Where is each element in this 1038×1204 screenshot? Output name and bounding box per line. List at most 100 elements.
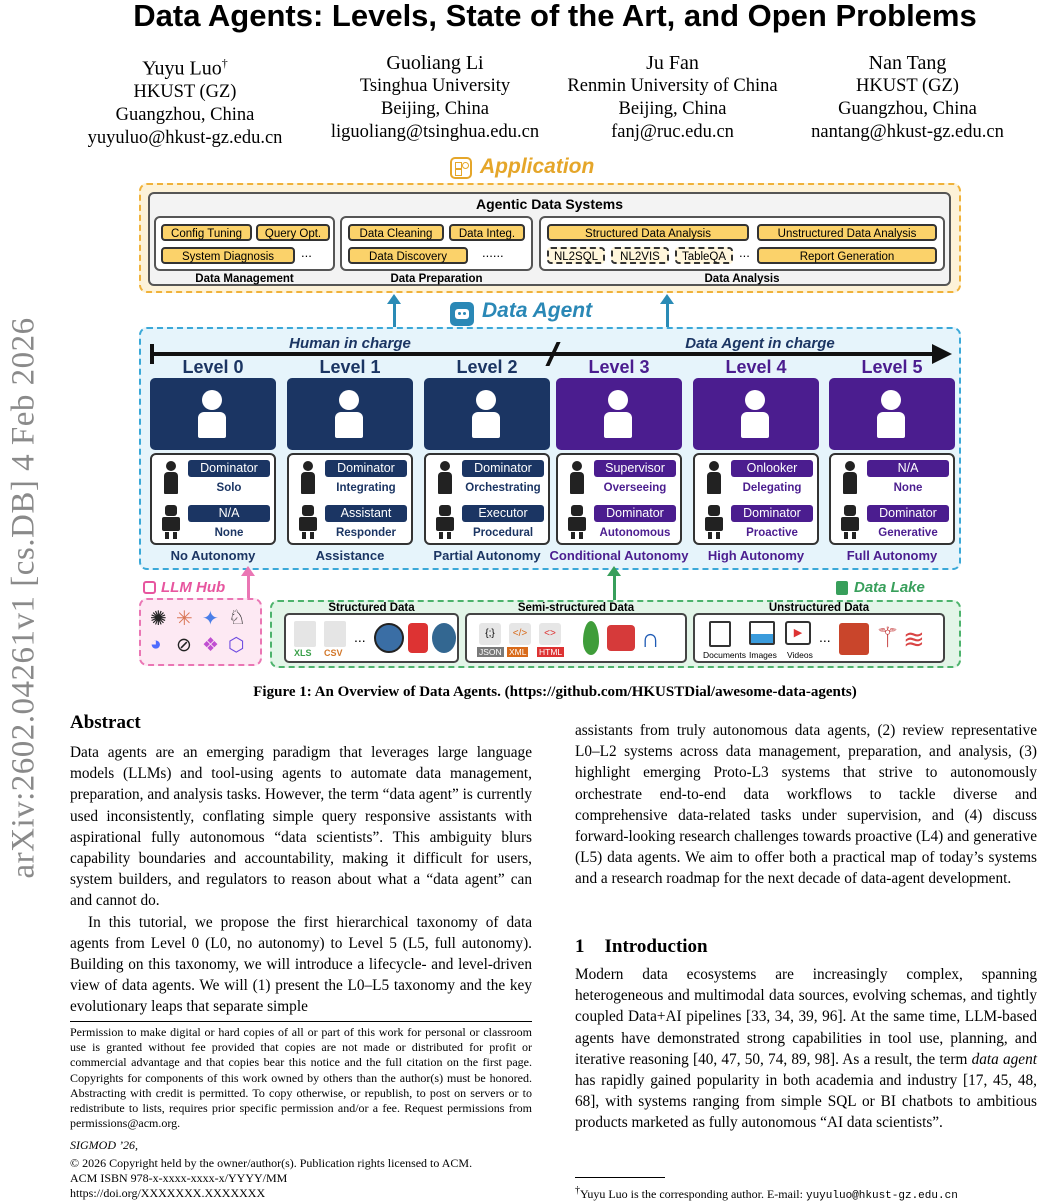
unstructured-analysis-pill: Unstructured Data Analysis <box>757 224 937 241</box>
lake-group-label: Structured Data <box>328 602 415 614</box>
intro-text: Modern data ecosystems are increasingly … <box>575 966 1037 1068</box>
claude-icon: ✳ <box>176 608 193 630</box>
group-label: Data Analysis <box>704 273 780 285</box>
level-illustration <box>693 378 819 450</box>
xml-file-icon: </> <box>509 623 531 645</box>
level-illustration <box>424 378 550 450</box>
level-title: Level 3 <box>588 357 650 377</box>
author-block: Yuyu Luo† HKUST (GZ) Guangzhou, China yu… <box>80 52 290 150</box>
lake-group-label: Semi-structured Data <box>517 602 635 614</box>
group-label: Data Preparation <box>390 273 483 285</box>
person-robot-icon <box>325 388 375 440</box>
data-cleaning-pill: Data Cleaning <box>348 224 444 241</box>
author-affiliation: HKUST (GZ) <box>856 76 959 96</box>
structured-analysis-pill: Structured Data Analysis <box>547 224 749 241</box>
level-title: Level 1 <box>319 357 381 377</box>
person-robot-icon <box>462 388 512 440</box>
footnote-text: Yuyu Luo is the corresponding author. E-… <box>580 1187 806 1201</box>
doi-link[interactable]: https://doi.org/XXXXXXX.XXXXXXX <box>70 1186 266 1200</box>
role-description: Overseeing <box>603 482 667 494</box>
images-icon <box>749 621 775 645</box>
introduction-body: Modern data ecosystems are increasingly … <box>575 964 1037 1134</box>
author-email: nantang@hkust-gz.edu.cn <box>811 122 1004 142</box>
author-email: liguoliang@tsinghua.edu.cn <box>330 122 540 142</box>
isbn-line: ACM ISBN 978-x-xxxx-xxxx-x/YYYY/MM <box>70 1171 288 1185</box>
agentic-systems-title: Agentic Data Systems <box>475 196 624 212</box>
author-location: Guangzhou, China <box>838 99 977 119</box>
copyright-line: © 2026 Copyright held by the owner/autho… <box>70 1156 473 1170</box>
robot-icon <box>840 505 860 539</box>
level-illustration <box>829 378 955 450</box>
person-icon <box>301 461 315 495</box>
footnote-rule <box>70 1021 532 1022</box>
author-block: Nan Tang HKUST (GZ) Guangzhou, China nan… <box>800 52 1015 144</box>
documents-icon <box>709 621 731 647</box>
author-affiliation: HKUST (GZ) <box>133 81 237 102</box>
tableqa-pill: TableQA <box>675 247 733 264</box>
person-icon <box>438 461 452 495</box>
author-block: Guoliang Li Tsinghua University Beijing,… <box>320 52 550 144</box>
mongodb-icon <box>583 621 599 655</box>
arrow-shaft <box>393 303 396 333</box>
gemini-icon: ✦ <box>202 608 219 630</box>
hadoop-icon: ⚚ <box>875 622 901 653</box>
arrow-shaft <box>613 575 616 601</box>
redis-icon <box>607 625 635 651</box>
axis-arrowhead-icon <box>932 344 952 364</box>
role-badge: Dominator <box>188 460 270 477</box>
author-name: Yuyu Luo <box>142 57 222 80</box>
copilot-icon: ❖ <box>202 635 220 656</box>
data-integ-pill: Data Integ. <box>449 224 525 241</box>
nl2vis-pill: NL2VIS <box>611 247 669 264</box>
intro-emphasis: data agent <box>971 1050 1037 1068</box>
person-robot-icon <box>731 388 781 440</box>
role-badge: Onlooker <box>731 460 813 477</box>
person-icon <box>570 461 584 495</box>
xls-label: XLS <box>294 648 312 658</box>
group-label: Data Management <box>195 273 294 285</box>
arrow-up-icon <box>607 566 621 576</box>
robot-icon <box>704 505 724 539</box>
role-badge: Dominator <box>867 505 949 522</box>
layers-icon: ≋ <box>903 624 925 654</box>
role-badge: Dominator <box>325 460 407 477</box>
html-file-icon: <> <box>539 623 561 645</box>
arrow-up-icon <box>660 294 674 304</box>
abstract-heading: Abstract <box>70 712 141 733</box>
conference-name: SIGMOD ’26, <box>70 1138 138 1152</box>
author-block: Ju Fan Renmin University of China Beijin… <box>555 52 790 144</box>
role-description: Solo <box>216 482 242 494</box>
spreadsheet-icon <box>294 621 316 647</box>
role-description: Integrating <box>336 482 396 494</box>
data-discovery-pill: Data Discovery <box>348 247 468 264</box>
data-agent-title: Data Agent <box>482 299 593 322</box>
corresponding-footnote: †Yuyu Luo is the corresponding author. E… <box>575 1183 958 1204</box>
csv-file-icon <box>324 621 346 647</box>
arxiv-stamp: arXiv:2602.04261v1 [cs.DB] 4 Feb 2026 <box>5 317 42 879</box>
role-description: Proactive <box>746 527 798 539</box>
data-analysis-group: Structured Data Analysis Unstructured Da… <box>539 216 945 271</box>
grok-icon: ⊘ <box>176 635 192 656</box>
llm-hub-icon <box>143 581 156 594</box>
html-label: HTML <box>537 647 565 657</box>
abstract-paragraph: In this tutorial, we propose the first h… <box>70 913 532 1016</box>
robot-icon <box>435 505 455 539</box>
structured-data-group: XLS CSV ... <box>284 613 459 663</box>
ellipsis: ... <box>819 629 831 645</box>
role-badge: N/A <box>188 505 270 522</box>
robot-icon <box>298 505 318 539</box>
person-icon <box>164 461 178 495</box>
config-tuning-pill: Config Tuning <box>161 224 252 241</box>
person-icon <box>843 461 857 495</box>
person-robot-icon <box>188 388 238 440</box>
application-icon <box>450 157 472 179</box>
role-description: None <box>214 527 244 539</box>
qwen-icon: ⬡ <box>228 635 245 656</box>
role-description: Autonomous <box>599 527 671 539</box>
role-description: Procedural <box>472 527 534 539</box>
